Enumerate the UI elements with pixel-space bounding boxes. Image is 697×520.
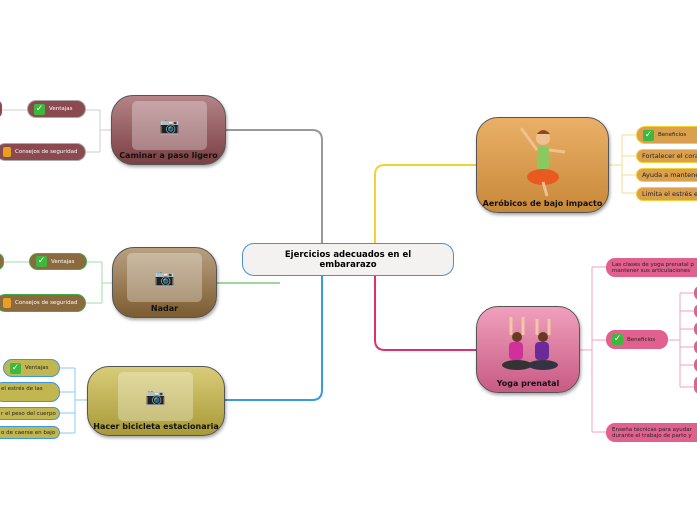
pill-ventajas[interactable]: ✓ Ventajas bbox=[3, 359, 60, 377]
camera-icon: 📷 bbox=[159, 116, 180, 135]
pill-stub[interactable] bbox=[694, 304, 697, 318]
pill-label: Fortalecer el corazón bbox=[642, 152, 697, 160]
pill-stub[interactable] bbox=[694, 286, 697, 300]
pill-consejos[interactable]: Consejos de seguridad bbox=[0, 143, 86, 161]
pill-beneficios[interactable]: ✓ Beneficios bbox=[606, 330, 668, 349]
check-icon: ✓ bbox=[34, 103, 45, 115]
pill-stub[interactable] bbox=[694, 358, 697, 372]
pill-stub[interactable] bbox=[694, 322, 697, 336]
pill-item[interactable]: Ayuda a mantener e bbox=[636, 168, 697, 182]
node-title: Hacer bicicleta estacionaria bbox=[93, 422, 219, 431]
node-nadar[interactable]: 📷 Nadar bbox=[112, 247, 217, 318]
pill-label: el estrés de las bbox=[1, 386, 43, 392]
check-icon: ✓ bbox=[10, 362, 21, 374]
image-placeholder: 📷 bbox=[132, 101, 207, 150]
pill-label: Enseña técnicas para ayudar bbox=[612, 426, 692, 433]
pill-label: Limita el estrés en l bbox=[642, 190, 697, 198]
pill-item[interactable]: Limita el estrés en l bbox=[636, 187, 697, 201]
node-yoga[interactable]: Yoga prenatal bbox=[476, 306, 580, 393]
pill-ventajas[interactable]: ✓ Ventajas bbox=[29, 253, 87, 270]
check-icon: ✓ bbox=[643, 129, 654, 141]
lock-icon bbox=[3, 298, 11, 308]
camera-icon: 📷 bbox=[154, 268, 175, 287]
pill-label: Ventajas bbox=[49, 106, 73, 112]
node-title: Caminar a paso ligero bbox=[119, 151, 218, 160]
pill-item[interactable]: o de caerse en bajo bbox=[0, 426, 60, 439]
image-placeholder: 📷 bbox=[127, 253, 202, 302]
yoga-image bbox=[502, 317, 558, 370]
pill-label: o de caerse en bajo bbox=[1, 429, 56, 436]
node-title: Nadar bbox=[150, 304, 179, 313]
node-caminar[interactable]: 📷 Caminar a paso ligero bbox=[111, 95, 226, 165]
pill-item[interactable]: Fortalecer el corazón bbox=[636, 149, 697, 163]
check-icon: ✓ bbox=[36, 256, 47, 267]
pill-label: Ventajas bbox=[51, 258, 75, 265]
pill-label: durante el trabajo de parto y bbox=[612, 432, 692, 439]
pill-label: r el peso del cuerpo bbox=[1, 410, 56, 417]
pill-label: Beneficios bbox=[627, 336, 656, 343]
pill-label: Beneficios bbox=[658, 132, 687, 138]
pill-label: Consejos de seguridad bbox=[15, 149, 78, 155]
image-placeholder: 📷 bbox=[118, 372, 193, 421]
dancer-image bbox=[519, 127, 566, 197]
node-title: Yoga prenatal bbox=[496, 379, 560, 388]
pill-label: Consejos de seguridad bbox=[15, 300, 78, 306]
node-bicicleta[interactable]: 📷 Hacer bicicleta estacionaria bbox=[87, 366, 225, 436]
central-title: Ejercicios adecuados en el embararazo bbox=[284, 249, 412, 270]
central-topic[interactable]: Ejercicios adecuados en el embararazo bbox=[242, 243, 454, 276]
pill-label: Las clases de yoga prenatal p bbox=[612, 261, 694, 268]
camera-icon: 📷 bbox=[145, 387, 166, 406]
node-aerobicos[interactable]: Aeróbicos de bajo impacto bbox=[476, 117, 609, 213]
pill-label: Ventajas bbox=[25, 365, 49, 371]
node-title: Aeróbicos de bajo impacto bbox=[482, 199, 603, 208]
pill-consejos[interactable]: Consejos de seguridad bbox=[0, 294, 86, 312]
pill-stub[interactable] bbox=[694, 376, 697, 394]
pill-item[interactable]: r el peso del cuerpo bbox=[0, 407, 60, 420]
lock-icon bbox=[3, 147, 11, 157]
pill-ventajas[interactable]: ✓ Ventajas bbox=[27, 100, 86, 118]
pill-beneficios[interactable]: ✓ Beneficios bbox=[636, 126, 697, 144]
pill-stub[interactable] bbox=[694, 340, 697, 354]
pill-label: mantener sus articulaciones bbox=[612, 267, 690, 274]
pill-stub[interactable] bbox=[0, 100, 2, 118]
check-icon: ✓ bbox=[612, 334, 623, 345]
pill-item[interactable]: el estrés de las bbox=[0, 382, 60, 402]
pill-label: Ayuda a mantener e bbox=[642, 171, 697, 179]
